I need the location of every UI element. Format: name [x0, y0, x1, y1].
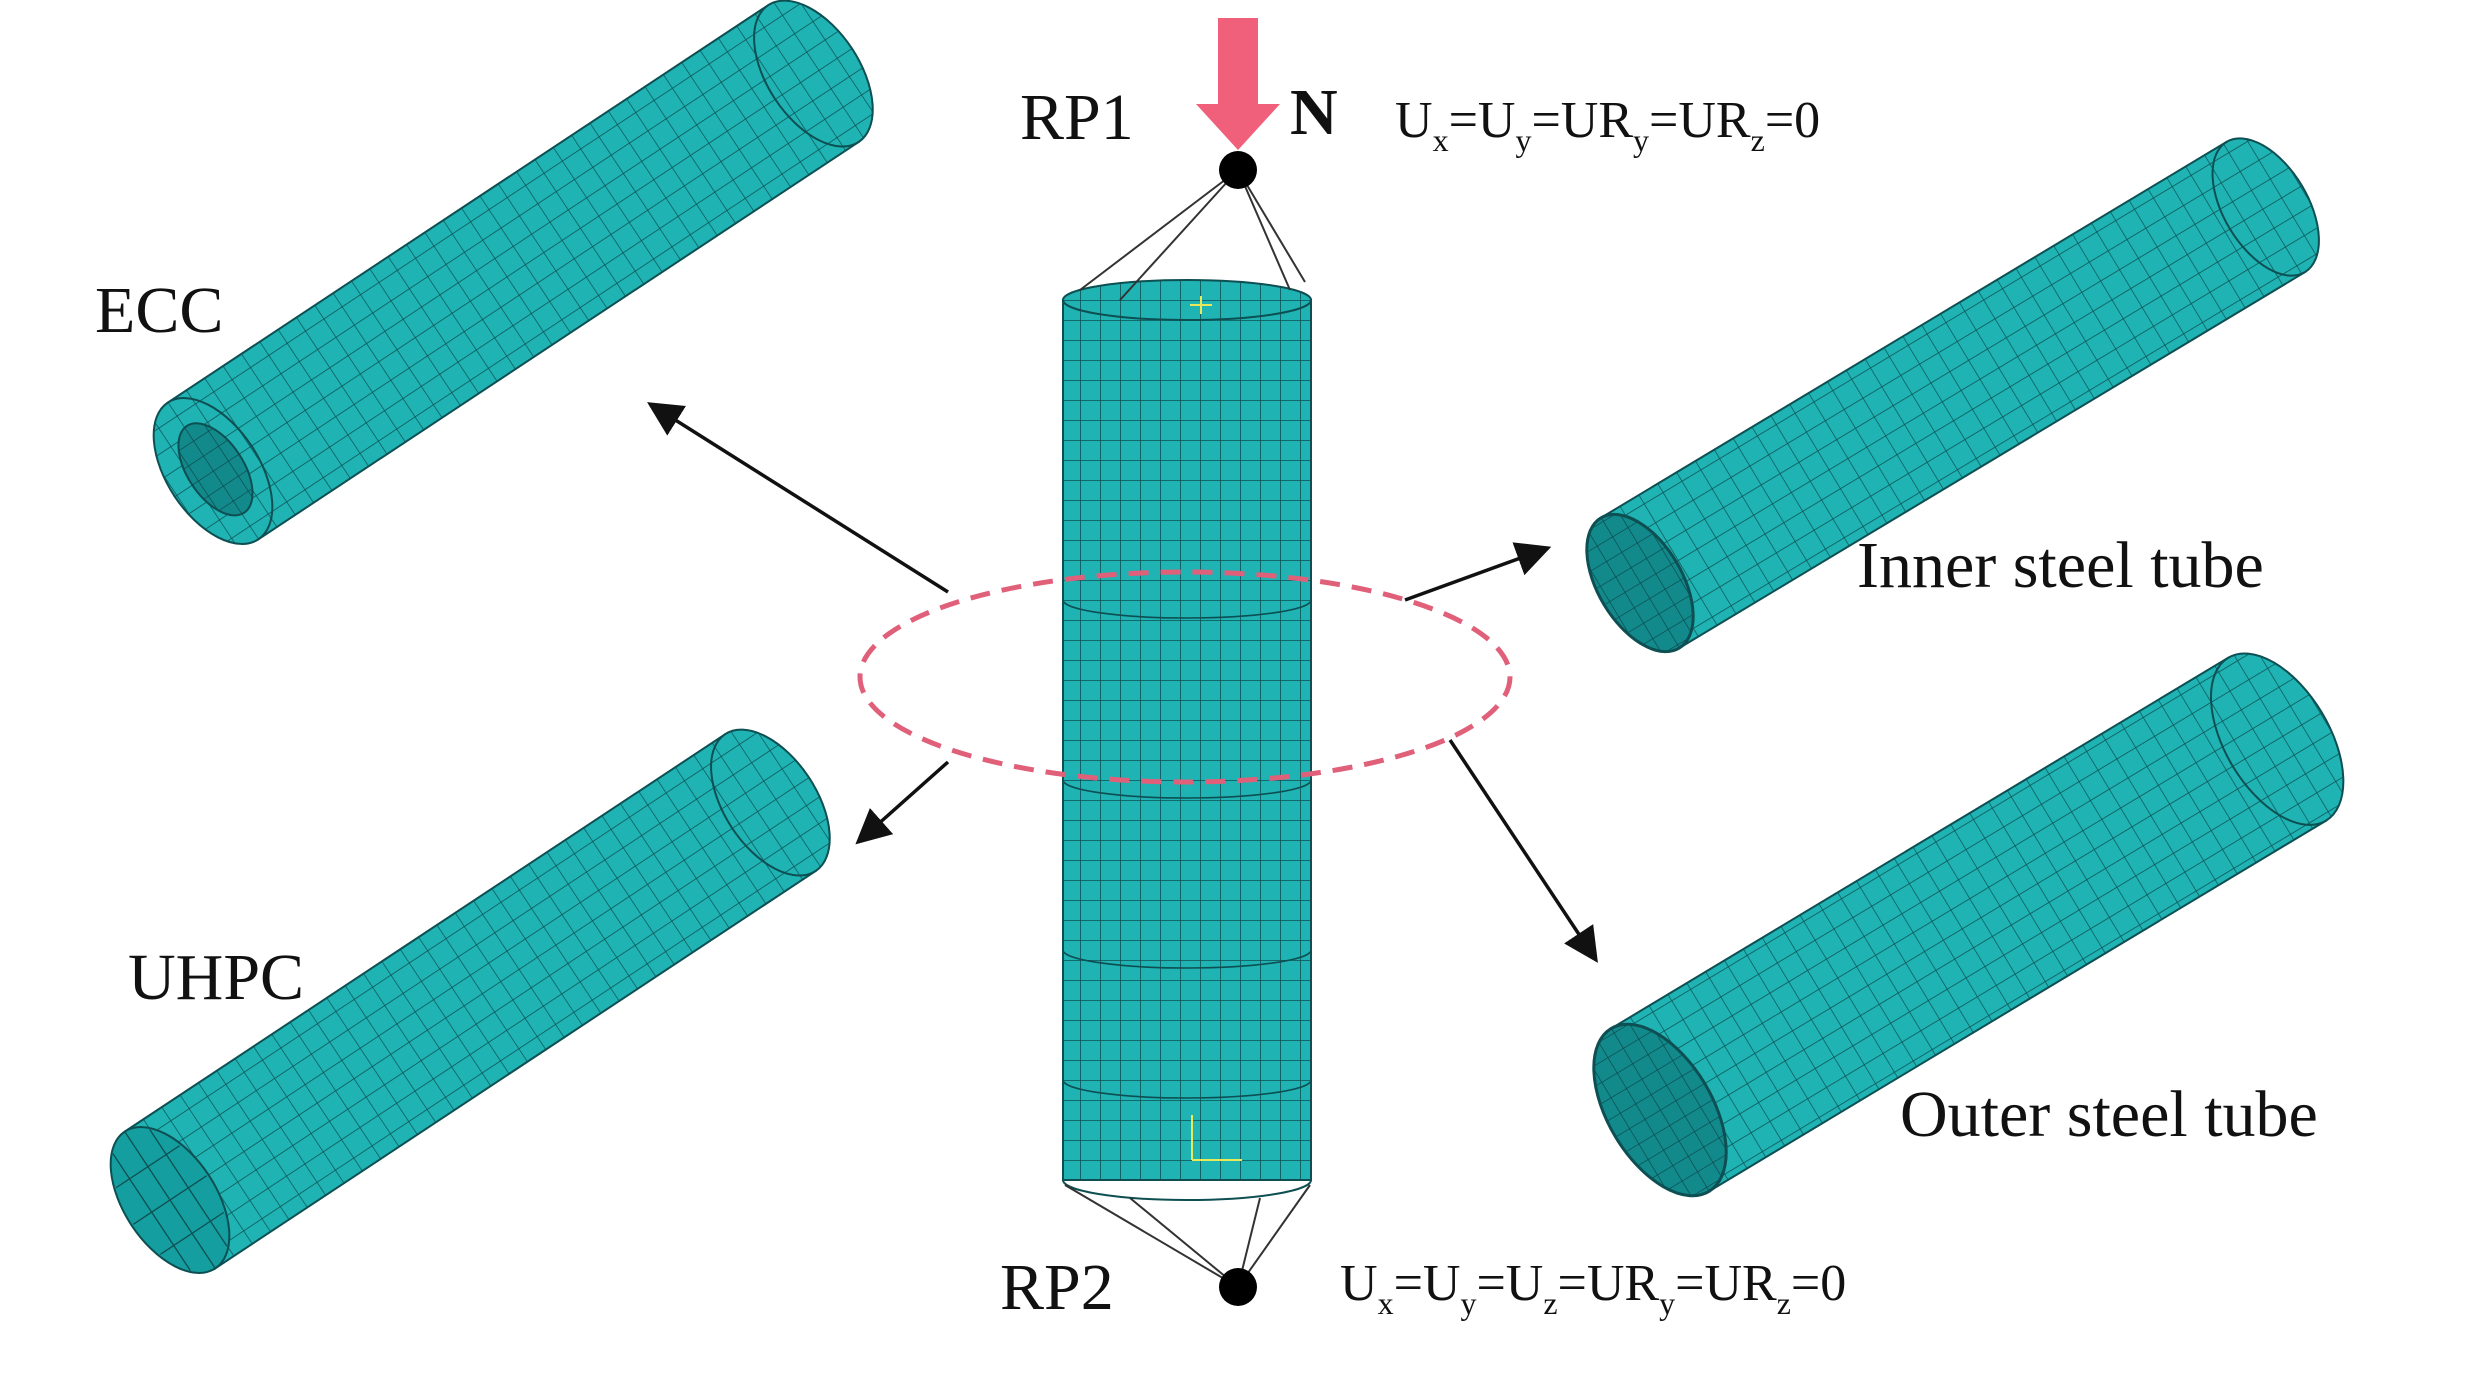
bc-term-subscript: z — [1543, 1285, 1558, 1321]
bc-term-separator: = — [1448, 92, 1478, 149]
leader-arrows — [647, 402, 1598, 963]
bc-term-subscript: y — [1460, 1285, 1477, 1321]
bc-term-base: U — [1340, 1255, 1378, 1312]
rp1-coupling — [1079, 169, 1306, 301]
ecc-tube — [152, 0, 874, 545]
arrow-to-ecc — [647, 402, 949, 594]
bc-term-base: U — [1477, 92, 1516, 149]
ecc-label: ECC — [95, 274, 224, 347]
rp1-point — [1219, 151, 1257, 189]
bc-term-subscript: z — [1750, 122, 1765, 158]
bc-term-separator: =0 — [1764, 92, 1821, 149]
bc-term-base: UR — [1678, 92, 1751, 149]
bc-term-subscript: x — [1432, 122, 1449, 158]
bc-term-separator: = — [1476, 1255, 1506, 1312]
bc-term-base: U — [1505, 1255, 1544, 1312]
rp2-label: RP2 — [1000, 1251, 1114, 1324]
bc-term-subscript: z — [1776, 1285, 1791, 1321]
bc-term-separator: = — [1649, 92, 1679, 149]
bc-term-base: U — [1422, 1255, 1461, 1312]
bc-term-subscript: x — [1377, 1285, 1394, 1321]
load-arrow-icon — [1196, 18, 1280, 150]
bc-term-base: U — [1395, 92, 1433, 149]
bc-term-separator: =0 — [1790, 1255, 1847, 1312]
bc-bottom: Ux=Uy=Uz=URy=URz=0 — [1340, 1255, 1847, 1320]
bc-top: Ux=Uy=URy=URz=0 — [1395, 92, 1821, 157]
inner-steel-tube — [1585, 137, 2320, 654]
rp2-point — [1219, 1268, 1257, 1306]
bc-term-subscript: y — [1633, 122, 1650, 158]
bc-term-separator: = — [1557, 1255, 1587, 1312]
outer-steel-tube — [1592, 652, 2345, 1198]
bc-term-base: UR — [1586, 1255, 1660, 1312]
uhpc-label: UHPC — [128, 941, 305, 1014]
bc-term-base: UR — [1704, 1255, 1777, 1312]
bc-term-subscript: y — [1659, 1285, 1676, 1321]
section-ellipse — [857, 569, 1513, 785]
bc-term-separator: = — [1393, 1255, 1423, 1312]
uhpc-tube — [109, 728, 831, 1274]
bc-term-separator: = — [1675, 1255, 1705, 1312]
composite-column — [1062, 279, 1312, 1201]
rp1-label: RP1 — [1020, 81, 1134, 154]
outer-steel-tube-label: Outer steel tube — [1900, 1078, 2318, 1151]
arrow-to-inner-tube — [1404, 542, 1552, 602]
inner-steel-tube-label: Inner steel tube — [1857, 529, 2264, 602]
bc-term-subscript: y — [1515, 122, 1532, 158]
rp2-coupling — [1064, 1184, 1311, 1288]
bc-term-base: UR — [1560, 92, 1634, 149]
arrow-to-uhpc — [855, 760, 950, 845]
arrow-to-outer-tube — [1448, 739, 1598, 963]
load-label: N — [1290, 76, 1338, 149]
bc-term-separator: = — [1531, 92, 1561, 149]
